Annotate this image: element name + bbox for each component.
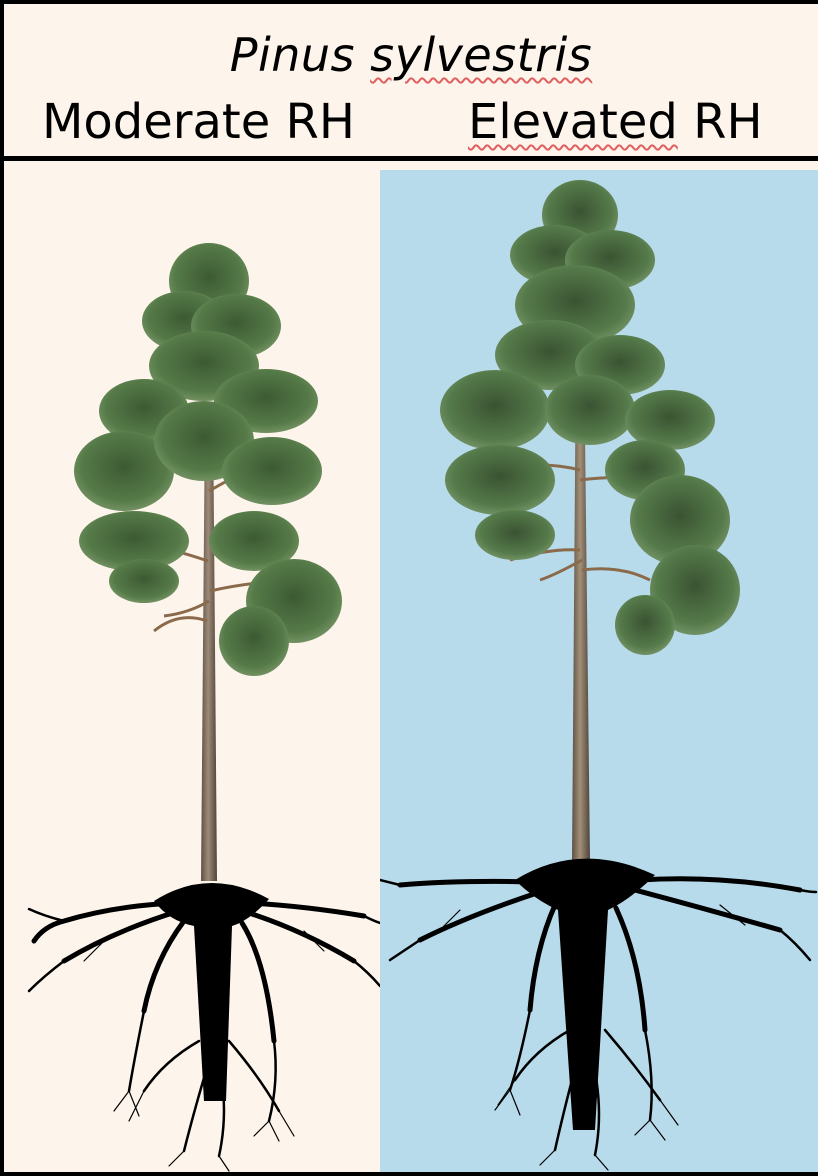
moderate-rh-label: Moderate RH	[42, 96, 355, 149]
species-genus: Pinus	[230, 28, 370, 82]
rh-word: RH	[678, 94, 763, 150]
pine-roots	[380, 859, 816, 1170]
moderate-rh-tree-illustration	[4, 161, 380, 1176]
elevated-rh-label: Elevated RH	[468, 96, 763, 149]
elevated-word: Elevated	[468, 94, 678, 150]
pine-foliage	[440, 180, 740, 655]
elevated-rh-tree-illustration	[380, 170, 818, 1176]
species-epithet: sylvestris	[370, 28, 592, 82]
figure-header: Pinus sylvestris Moderate RH Elevated RH	[4, 4, 818, 161]
elevated-rh-panel	[380, 170, 818, 1176]
pine-trunk	[201, 411, 217, 881]
species-title: Pinus sylvestris	[4, 28, 818, 82]
moderate-rh-panel	[4, 161, 380, 1176]
pine-roots	[29, 883, 380, 1171]
